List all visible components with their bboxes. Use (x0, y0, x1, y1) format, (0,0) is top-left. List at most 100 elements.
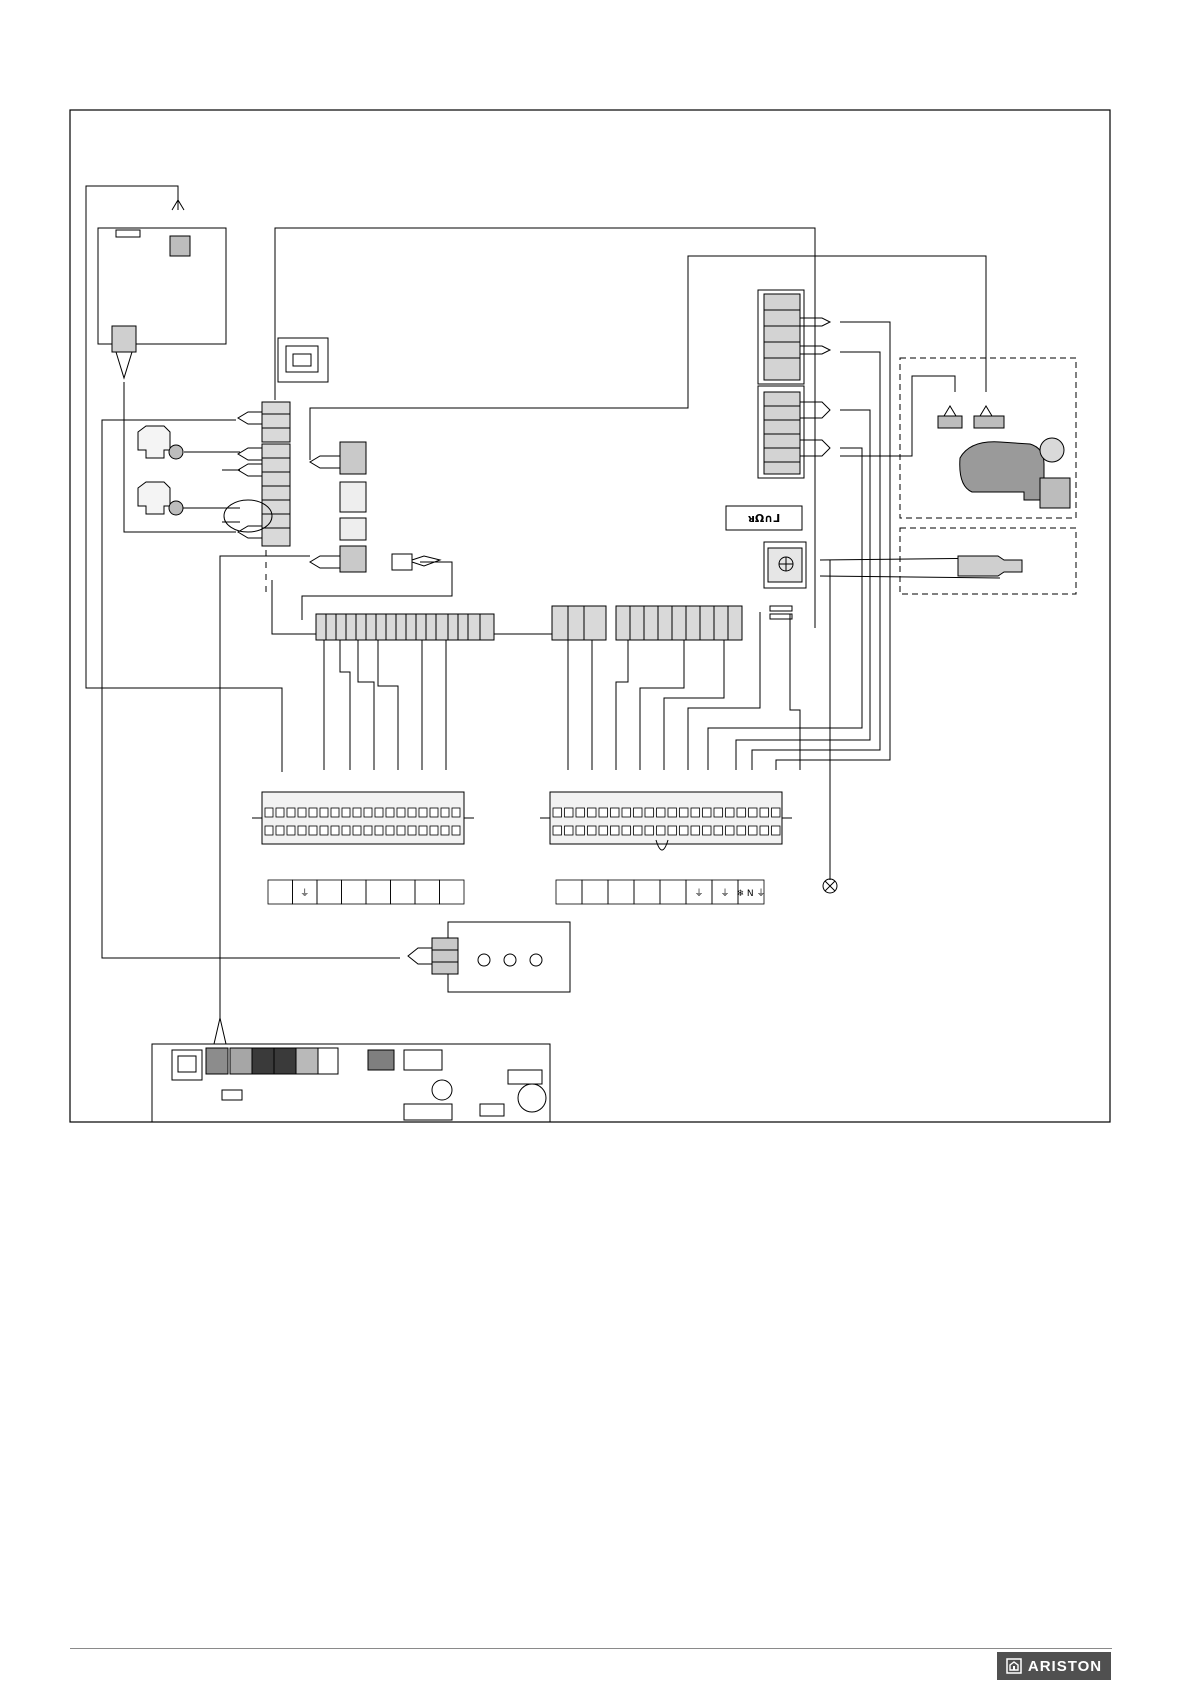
terminal-screw (441, 808, 449, 817)
terminal-screw (714, 826, 723, 835)
terminal-labels-left: ⏚ (268, 880, 464, 904)
wiring (86, 186, 1000, 1018)
terminal-screw (714, 808, 723, 817)
terminal-screw (452, 826, 460, 835)
terminal-screw (287, 808, 295, 817)
terminal-screw (645, 808, 654, 817)
terminal-screw (375, 826, 383, 835)
terminal-screw (276, 826, 284, 835)
terminal-screw (634, 808, 643, 817)
terminal-screw (331, 826, 339, 835)
terminal-screw (276, 808, 284, 817)
display-module: ᴚΩ∩⅃ (726, 506, 802, 530)
terminal-labels-right: ⏚ ⏚ ❄ N ⏚ (556, 880, 766, 904)
terminal-screw (576, 808, 585, 817)
pcb-bottom-strip-left (316, 614, 494, 640)
terminal-screw (287, 826, 295, 835)
terminal-screw (397, 826, 405, 835)
terminal-screw (737, 808, 746, 817)
terminal-screw (565, 826, 574, 835)
terminal-label-cell (268, 880, 293, 904)
terminal-screw (553, 808, 562, 817)
terminal-label-cell (582, 880, 608, 904)
terminal-block-left (252, 792, 474, 844)
brand-name: ARISTON (1028, 1658, 1102, 1675)
pcb-mid-connectors (310, 442, 440, 572)
terminal-screw (265, 826, 273, 835)
terminal-block-right (540, 792, 792, 850)
display-label: ᴚΩ∩⅃ (748, 512, 780, 525)
terminal-label-cell (608, 880, 634, 904)
terminal-label-cell (342, 880, 367, 904)
terminal-screw (680, 826, 689, 835)
terminal-screw (408, 826, 416, 835)
terminal-label-text: ⏚ (694, 888, 703, 899)
terminal-screw (726, 808, 735, 817)
probe-module (900, 528, 1076, 594)
terminal-label-text: ⏚ (720, 888, 729, 899)
terminal-label-cell (391, 880, 416, 904)
terminal-screw (419, 808, 427, 817)
terminal-screw (576, 826, 585, 835)
terminal-screw (565, 808, 574, 817)
footer-rule (70, 1648, 1112, 1649)
terminal-screw (588, 826, 597, 835)
terminal-label-cell (556, 880, 582, 904)
terminal-screw (430, 826, 438, 835)
terminal-screw (353, 826, 361, 835)
pump-module (900, 358, 1076, 518)
fuse-block (764, 542, 806, 619)
terminal-screw (364, 826, 372, 835)
pcb-right-connector-upper (758, 290, 830, 384)
terminal-screw (419, 826, 427, 835)
terminal-label-text: ⏚ (300, 888, 309, 899)
terminal-screw (760, 826, 769, 835)
terminal-screw (588, 808, 597, 817)
terminal-screw (657, 826, 666, 835)
terminal-screw (309, 826, 317, 835)
terminal-screw (611, 826, 620, 835)
terminal-screw (668, 826, 677, 835)
terminal-label-cell (440, 880, 465, 904)
terminal-screw (320, 826, 328, 835)
terminal-screw (622, 808, 631, 817)
terminal-screw (397, 808, 405, 817)
sensor-board (98, 200, 226, 378)
terminal-screw (668, 808, 677, 817)
home-icon (1006, 1658, 1022, 1674)
terminal-screw (386, 808, 394, 817)
terminal-screw (298, 808, 306, 817)
terminal-screw (408, 808, 416, 817)
terminal-screw (553, 826, 562, 835)
pcb-left-connector (224, 402, 290, 592)
terminal-label-cell (366, 880, 391, 904)
terminal-screw (342, 826, 350, 835)
pcb-bottom-strip-right (552, 606, 742, 640)
valve-icon-lower (138, 482, 183, 515)
brand-logo: ARISTON (997, 1652, 1111, 1680)
terminal-screw (342, 808, 350, 817)
terminal-screw (703, 826, 712, 835)
terminal-screw (599, 808, 608, 817)
terminal-screw (772, 808, 781, 817)
terminal-screw (749, 826, 758, 835)
bottom-control-board (152, 1018, 550, 1122)
terminal-screw (364, 808, 372, 817)
terminal-screw (703, 808, 712, 817)
terminal-screw (749, 808, 758, 817)
rj-socket (278, 338, 328, 382)
terminal-screw (353, 808, 361, 817)
terminal-screw (375, 808, 383, 817)
terminal-screw (691, 826, 700, 835)
terminal-label-text: ❄ N ⏚ (737, 888, 766, 899)
terminal-screw (622, 826, 631, 835)
ground-lamp-icon (823, 879, 837, 893)
terminal-screw (298, 826, 306, 835)
terminal-screw (680, 808, 689, 817)
remote-module (408, 922, 570, 992)
terminal-screw (634, 826, 643, 835)
valve-icon-upper (138, 426, 183, 459)
terminal-label-cell (317, 880, 342, 904)
terminal-screw (691, 808, 700, 817)
